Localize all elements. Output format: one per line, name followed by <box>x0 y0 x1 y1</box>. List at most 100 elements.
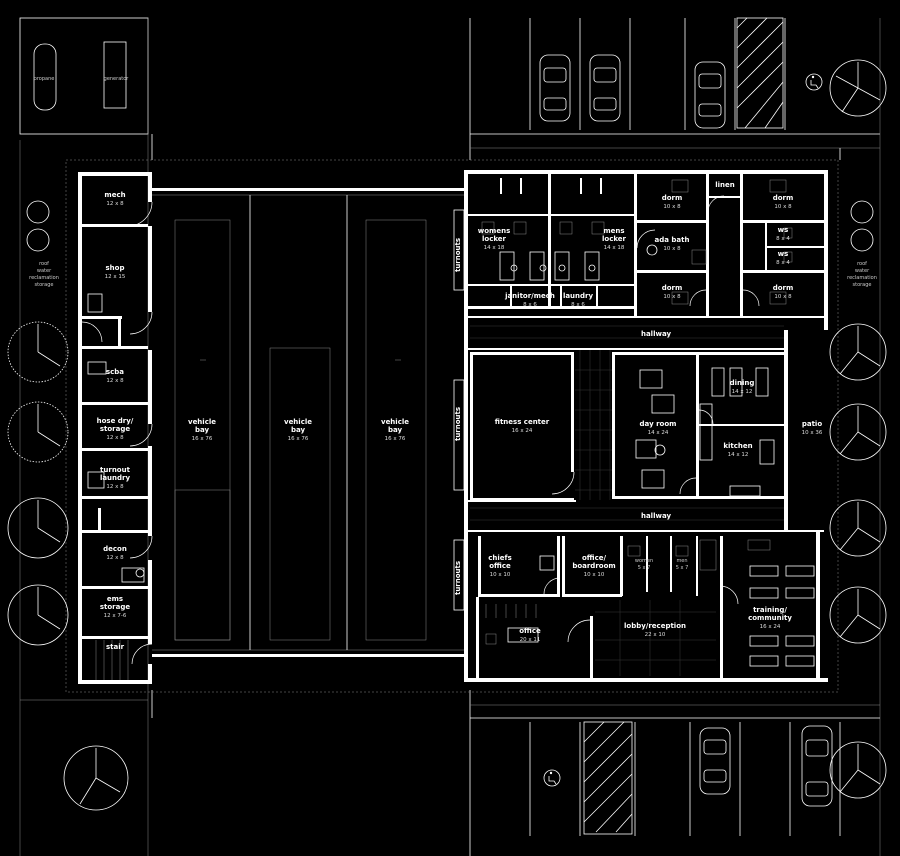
propane-tank <box>33 43 57 111</box>
dorm-b-label: dorm <box>662 284 683 292</box>
ws1-label: ws <box>778 226 789 234</box>
left-wing <box>78 172 153 684</box>
day-room-label: day room <box>640 420 677 428</box>
hose-dry-label-2: storage <box>100 425 131 433</box>
stair-label: stair <box>106 643 125 651</box>
bay2-label-2: bay <box>291 426 306 434</box>
womens-locker-dim: 14 x 18 <box>484 245 505 251</box>
decon-dim: 12 x 8 <box>106 555 124 561</box>
apparatus-bays <box>152 188 464 657</box>
turnouts-label-middle: turnouts <box>454 407 462 441</box>
womens-locker-label-2: locker <box>482 235 507 243</box>
tree-icon <box>7 321 69 383</box>
mens-locker-label-1: mens <box>603 227 624 235</box>
tree-icon <box>63 745 129 811</box>
bay1-dim: 16 x 76 <box>192 436 213 442</box>
chiefs-office-label-2: office <box>489 562 511 570</box>
door-swing-icon <box>131 643 153 665</box>
car-icon <box>699 727 731 795</box>
car-icon <box>589 54 621 122</box>
dorm-b-dim: 10 x 8 <box>663 294 681 300</box>
generator-label: generator <box>104 76 130 82</box>
office-board-label-1: office/ <box>582 554 607 562</box>
water-tanks <box>26 200 874 252</box>
mech-dim: 12 x 8 <box>106 201 124 207</box>
bay1-label-2: bay <box>195 426 210 434</box>
generator-unit <box>103 41 127 109</box>
bay3-dim: 16 x 76 <box>385 436 406 442</box>
bay3-label-1: vehicle <box>381 418 409 426</box>
scba-dim: 12 x 8 <box>106 378 124 384</box>
turnouts-label-bottom: turnouts <box>454 561 462 595</box>
accessible-parking-icon <box>543 769 561 787</box>
door-swing-icon <box>129 535 153 559</box>
patio-dim: 10 x 36 <box>802 430 823 436</box>
ws1-dim: 8 x 4 <box>776 236 790 242</box>
dorm-c-label: dorm <box>773 194 794 202</box>
tree-icon <box>829 323 887 381</box>
door-swing-icon <box>698 409 714 425</box>
training-label-2: community <box>748 614 792 622</box>
door-swing-icon <box>707 195 725 213</box>
door-swing-icon <box>129 423 153 447</box>
office-label: office <box>519 627 541 635</box>
janitor-mech-label: janitor/mech <box>504 292 555 300</box>
bay1-label-1: vehicle <box>188 418 216 426</box>
day-room-dim: 14 x 24 <box>648 430 669 436</box>
turnout-laundry-label-2: laundry <box>100 474 131 482</box>
tree-icon <box>829 499 887 557</box>
janitor-mech-dim: 8 x 6 <box>523 302 537 308</box>
linen-label: linen <box>715 181 735 189</box>
site-lines <box>19 17 881 856</box>
mens-locker-dim: 14 x 18 <box>604 245 625 251</box>
roof-water-right-2: water <box>855 268 870 274</box>
door-swing-icon <box>81 321 103 343</box>
women-label: women <box>635 558 653 564</box>
ems-storage-label-2: storage <box>100 603 131 611</box>
shop-dim: 12 x 15 <box>105 274 126 280</box>
hallway-top-label: hallway <box>641 330 671 338</box>
fitness-dim: 16 x 24 <box>512 428 533 434</box>
patio-label: patio <box>802 420 822 428</box>
dining-tables <box>711 367 775 497</box>
ada-bath-dim: 10 x 8 <box>663 246 681 252</box>
door-swing-icon <box>719 585 739 605</box>
dorm-d-label: dorm <box>773 284 794 292</box>
scba-label: scba <box>106 368 124 376</box>
training-dim: 16 x 24 <box>760 624 781 630</box>
kitchen-label: kitchen <box>723 442 752 450</box>
laundry-dim: 8 x 6 <box>571 302 585 308</box>
door-swing-icon <box>636 229 656 249</box>
chiefs-office-label-1: chiefs <box>488 554 512 562</box>
tree-icon <box>7 497 69 559</box>
ws2-dim: 8 x 4 <box>776 260 790 266</box>
women-dim: 5 x 7 <box>638 565 651 571</box>
office-board-label-2: boardroom <box>572 562 615 570</box>
ws2-label: ws <box>778 250 789 258</box>
womens-locker-label-1: womens <box>478 227 510 235</box>
propane-label: propane <box>34 76 55 82</box>
door-swing-icon <box>551 471 575 495</box>
hallway-tiles <box>470 325 784 521</box>
lobby-dim: 22 x 10 <box>645 632 666 638</box>
office-board-dim: 10 x 10 <box>584 572 605 578</box>
fitness-label: fitness center <box>495 418 550 426</box>
dining-label: dining <box>730 379 755 387</box>
decon-label: decon <box>103 545 127 553</box>
turnout-laundry-dim: 12 x 8 <box>106 484 124 490</box>
stair-treads <box>95 640 129 680</box>
kitchen-dim: 14 x 12 <box>728 452 749 458</box>
men-dim: 5 x 7 <box>676 565 689 571</box>
hallway-bottom-label: hallway <box>641 512 671 520</box>
turnout-laundry-label-1: turnout <box>100 466 131 474</box>
roof-water-left-4: storage <box>35 282 54 288</box>
roof-water-left-1: roof <box>39 261 49 267</box>
training-label-1: training/ <box>753 606 787 614</box>
chiefs-office-dim: 10 x 10 <box>490 572 511 578</box>
dorm-d-dim: 10 x 8 <box>774 294 792 300</box>
training-tables <box>749 565 815 667</box>
tree-icon <box>7 584 69 646</box>
men-label: men <box>676 558 687 564</box>
lobby-tiles <box>595 600 716 676</box>
dorm-a-dim: 10 x 8 <box>663 204 681 210</box>
